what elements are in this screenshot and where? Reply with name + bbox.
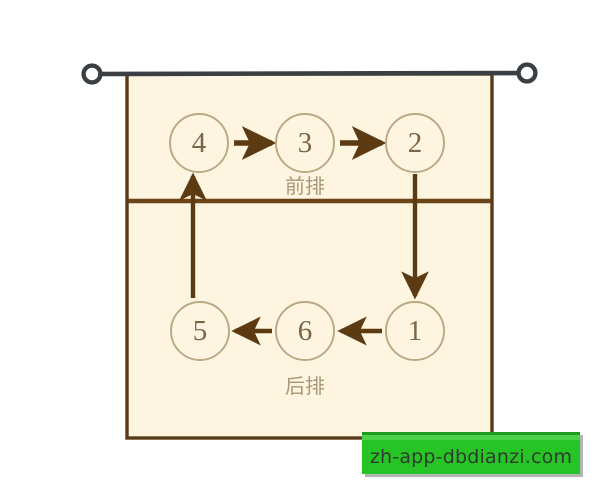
watermark-banner: zh-app-dbdianzi.com (362, 432, 580, 474)
position-circle (385, 301, 445, 361)
position-circle (275, 113, 335, 173)
net-post-right-icon (516, 62, 538, 84)
position-circle (170, 301, 230, 361)
watermark-text: zh-app-dbdianzi.com (369, 446, 573, 468)
player-position-1: 1 (385, 301, 445, 361)
position-number: 6 (298, 315, 313, 347)
player-position-4: 4 (169, 113, 229, 173)
player-position-2: 2 (385, 113, 445, 173)
position-circle (275, 301, 335, 361)
position-number: 4 (192, 127, 207, 159)
position-number: 3 (298, 127, 313, 159)
net-post-left-icon (81, 63, 103, 85)
court-surface (127, 74, 492, 438)
player-position-5: 5 (170, 301, 230, 361)
front-row-label: 前排 (285, 174, 325, 198)
player-position-6: 6 (275, 301, 335, 361)
position-circle (385, 113, 445, 173)
position-circle (169, 113, 229, 173)
position-number: 5 (193, 315, 208, 347)
net-line (91, 70, 528, 77)
watermark-top-strip (362, 432, 580, 440)
back-row-label: 后排 (285, 374, 325, 398)
position-number: 2 (408, 127, 423, 159)
position-number: 1 (408, 315, 423, 347)
player-position-3: 3 (275, 113, 335, 173)
